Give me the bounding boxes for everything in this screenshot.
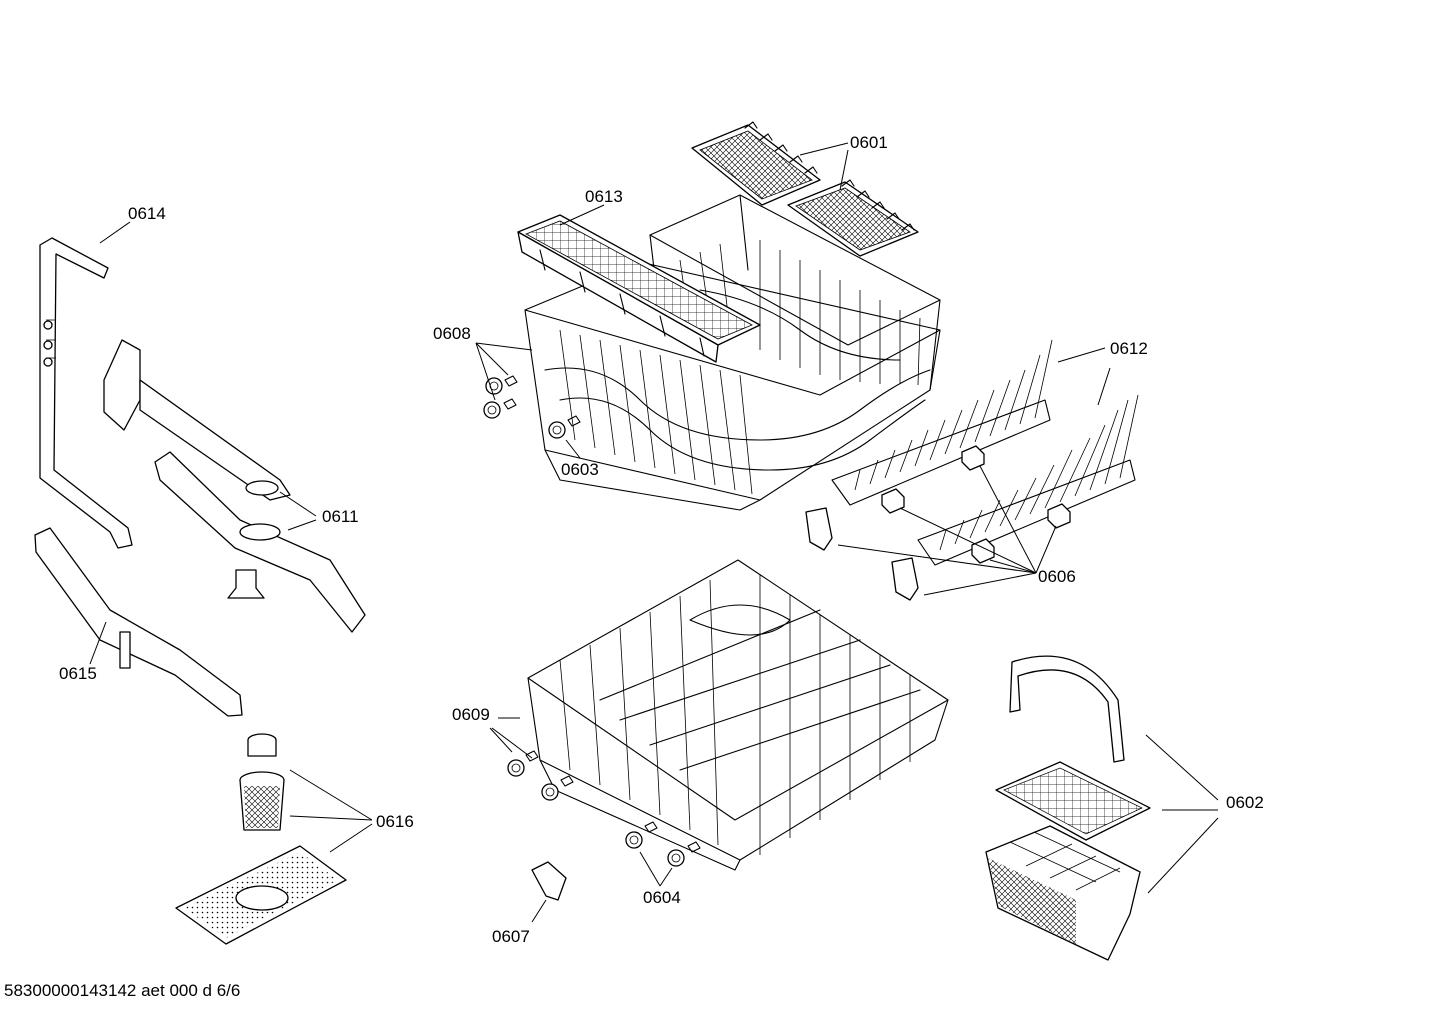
- callout-0601: 0601: [850, 133, 888, 152]
- lower-spray-arm-part-0615: [34, 527, 243, 717]
- callout-0616: 0616: [376, 812, 414, 831]
- filter-part-0616: [175, 733, 347, 945]
- callout-0608: 0608: [433, 324, 471, 343]
- lower-basket: [527, 559, 949, 871]
- callout-0612: 0612: [1110, 339, 1148, 358]
- document-footer-id: 58300000143142 aet 000 d 6/6: [4, 981, 241, 1000]
- upper-wheels-part-0608: [483, 375, 518, 419]
- callout-0615: 0615: [59, 664, 97, 683]
- callout-0602: 0602: [1226, 793, 1264, 812]
- upper-basket-part-0613: [517, 194, 941, 511]
- tine-rack-part-0612: [831, 339, 1139, 566]
- upper-spray-arm-part-0611: [103, 339, 366, 633]
- upper-wheel-part-0603: [548, 415, 581, 439]
- cutlery-tray-part-0601: [691, 121, 919, 257]
- callout-0603: 0603: [561, 460, 599, 479]
- leader-lines: [89, 142, 1219, 923]
- callout-0607: 0607: [492, 927, 530, 946]
- callout-0611: 0611: [322, 507, 359, 526]
- clips-part-0606: [805, 445, 1071, 601]
- lower-wheels-part-0609: [507, 750, 574, 801]
- cutlery-basket-part-0602: [985, 655, 1151, 961]
- callout-0613: 0613: [585, 187, 623, 206]
- callout-0606: 0606: [1038, 567, 1076, 586]
- callout-0609: 0609: [452, 705, 490, 724]
- stop-part-0607: [531, 861, 567, 901]
- callout-0604: 0604: [643, 888, 681, 907]
- lower-wheels-part-0604: [625, 821, 701, 867]
- callout-0614: 0614: [128, 204, 166, 223]
- supply-pipe-part-0614: [39, 237, 133, 549]
